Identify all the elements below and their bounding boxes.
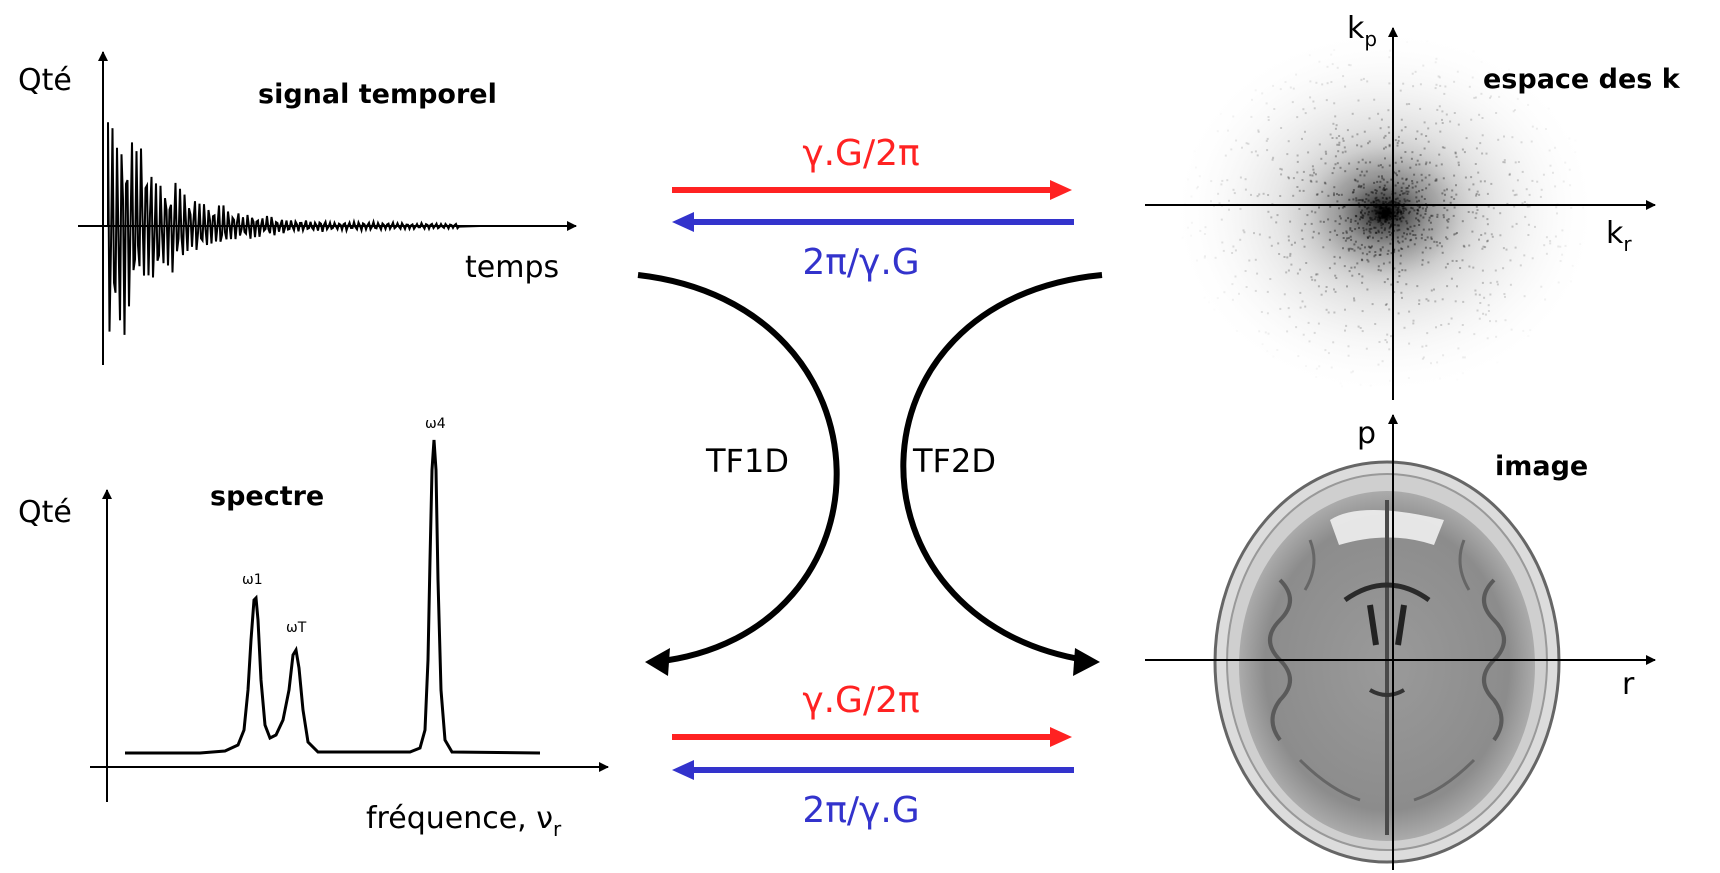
signal-panel: Qté signal temporel temps [18, 51, 577, 365]
spectrum-trace [125, 439, 541, 755]
peak-label-omega-4: ω4 [425, 416, 446, 432]
forward-conversion-label-bottom: γ.G/2π [802, 680, 919, 721]
forward-arrowhead-bottom [1050, 727, 1072, 747]
kspace-title: espace des k [1483, 64, 1681, 95]
fid-signal-trace [107, 122, 481, 335]
forward-conversion-label-top: γ.G/2π [802, 133, 919, 174]
backward-arrowhead-top [672, 212, 694, 232]
image-x-label: r [1622, 667, 1635, 702]
tf1d-arrowhead [645, 648, 670, 676]
fourier-transform-arcs: TF1D TF2D [637, 272, 1103, 676]
spectrum-title: spectre [210, 481, 324, 512]
spectrum-panel: Qté spectre ω1 ωT ω4 fréquence, νr [18, 416, 609, 841]
signal-title: signal temporel [258, 79, 497, 110]
backward-arrowhead-bottom [672, 760, 694, 780]
image-y-label: p [1357, 416, 1376, 451]
backward-conversion-label-bottom: 2π/γ.G [802, 790, 919, 831]
image-panel: p r image [1145, 414, 1656, 870]
signal-y-label: Qté [18, 63, 72, 98]
peak-label-omega-1: ω1 [242, 572, 263, 588]
spectrum-x-label: fréquence, νr [366, 801, 562, 841]
tf1d-arc [637, 272, 840, 665]
bottom-conversion-arrows: γ.G/2π 2π/γ.G [672, 680, 1074, 831]
brain-mri-image [1213, 460, 1561, 864]
image-title: image [1495, 451, 1588, 482]
signal-x-label: temps [465, 250, 559, 285]
tf2d-arc [900, 272, 1103, 663]
tf2d-label: TF2D [912, 442, 996, 480]
kspace-y-label: kp [1347, 11, 1377, 51]
peak-label-omega-t: ωT [286, 620, 307, 636]
backward-conversion-label-top: 2π/γ.G [802, 242, 919, 283]
tf2d-arrowhead [1073, 648, 1100, 676]
tf1d-label: TF1D [705, 442, 789, 480]
kspace-x-label: kr [1606, 216, 1632, 256]
top-conversion-arrows: γ.G/2π 2π/γ.G [672, 133, 1074, 283]
spectrum-y-label: Qté [18, 495, 72, 530]
kspace-panel: kp kr espace des k [1145, 11, 1681, 400]
forward-arrowhead-top [1050, 180, 1072, 200]
